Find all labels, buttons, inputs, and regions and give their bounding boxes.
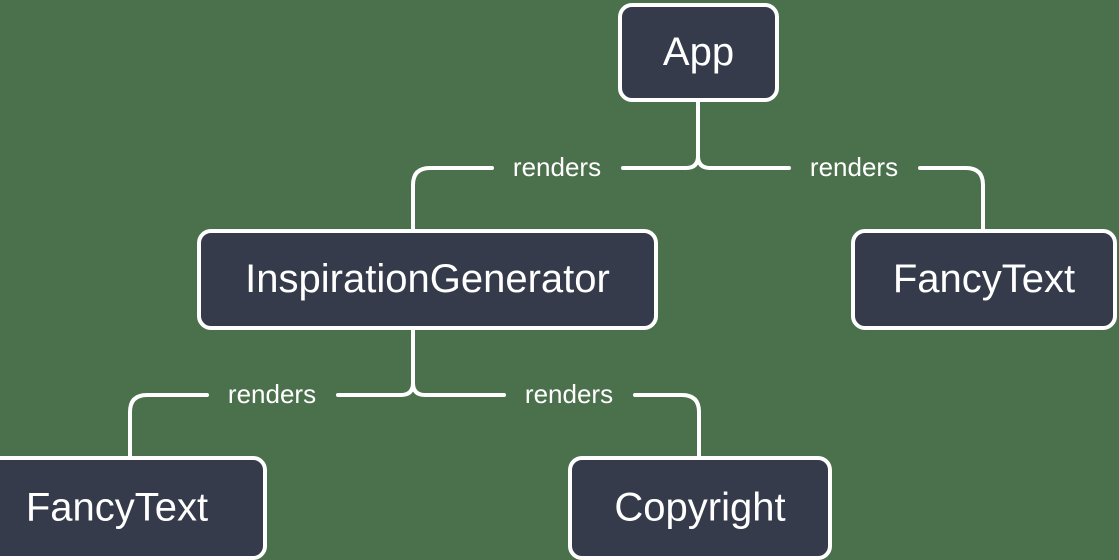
node-fancytext-bottom[interactable]: FancyText — [0, 456, 267, 560]
node-box-fancytext-bottom — [0, 456, 267, 560]
node-box-app — [618, 3, 779, 102]
edge-label-inspiration-generator-to-fancytext-bottom: renders — [228, 379, 316, 409]
node-app[interactable]: App — [618, 3, 779, 102]
edges-layer — [128, 100, 985, 458]
node-fancytext-right[interactable]: FancyText — [851, 229, 1117, 330]
edge-labels-layer: renders renders renders renders — [228, 152, 898, 409]
node-inspiration-generator[interactable]: InspirationGenerator — [197, 229, 658, 330]
node-label-app: App — [663, 30, 734, 74]
node-label-copyright: Copyright — [614, 486, 785, 530]
edge-label-inspiration-generator-to-copyright: renders — [525, 379, 613, 409]
edge-label-app-to-inspiration-generator: renders — [513, 152, 601, 182]
node-label-inspiration-generator: InspirationGenerator — [245, 257, 610, 301]
node-copyright[interactable]: Copyright — [568, 456, 832, 560]
edge-label-app-to-fancytext-right: renders — [810, 152, 898, 182]
node-box-copyright — [568, 456, 832, 560]
edge-app-to-fancytext-right — [696, 100, 985, 231]
node-label-fancytext-bottom: FancyText — [26, 486, 208, 530]
node-box-inspiration-generator — [197, 229, 658, 330]
node-label-fancytext-right: FancyText — [893, 257, 1075, 301]
node-box-fancytext-right — [851, 229, 1117, 330]
edge-inspiration-generator-to-copyright — [411, 328, 701, 458]
